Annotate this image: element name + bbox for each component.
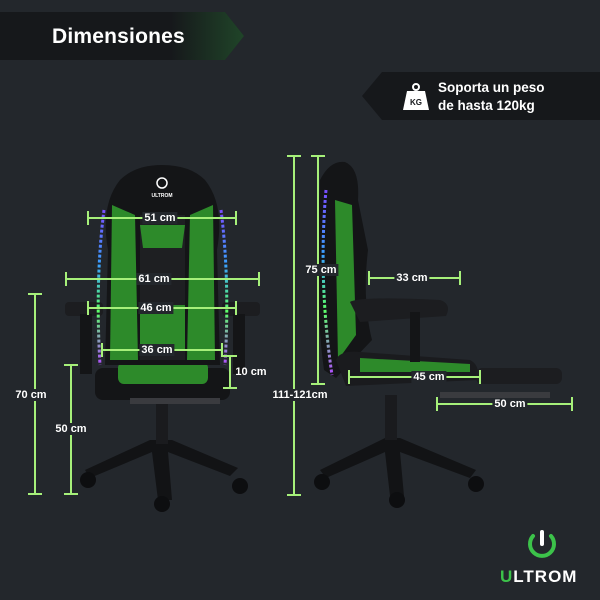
backrest-logo-text: ULTROM — [151, 193, 172, 199]
dim-seat-depth: 45 cm — [411, 371, 447, 383]
kg-icon-label: KG — [410, 98, 422, 107]
dim-seat-width: 46 cm — [138, 302, 174, 314]
kg-weight-icon: KG — [403, 83, 429, 110]
dim-front-total-height: 70 cm — [13, 389, 49, 401]
weight-text-line1: Soporta un peso — [438, 80, 545, 95]
brand-logo-text: ULTROM — [500, 567, 577, 587]
dim-armrest-span: 61 cm — [136, 273, 172, 285]
dim-armrest-height: 10 cm — [235, 366, 267, 378]
dim-seat-height: 50 cm — [53, 423, 89, 435]
dim-seat-depth-front: 36 cm — [139, 344, 175, 356]
dim-armrest-depth: 33 cm — [394, 272, 430, 284]
dim-backrest-width: 51 cm — [142, 212, 178, 224]
dim-footrest-length: 50 cm — [492, 398, 528, 410]
dim-backrest-height: 75 cm — [303, 264, 339, 276]
weight-capacity-banner — [362, 72, 600, 120]
ultrom-logo-icon — [528, 530, 556, 558]
front-chair: ULTROM — [65, 165, 260, 512]
dim-side-total-height: 111-121cm — [270, 389, 330, 401]
page-title: Dimensiones — [52, 25, 185, 48]
dimension-lines — [28, 155, 573, 496]
weight-text-line2: de hasta 120kg — [438, 98, 535, 113]
side-chair — [314, 161, 562, 508]
brand-logo-first-letter: U — [500, 567, 514, 586]
brand-logo-rest: LTROM — [513, 567, 578, 586]
title-banner — [0, 12, 244, 60]
